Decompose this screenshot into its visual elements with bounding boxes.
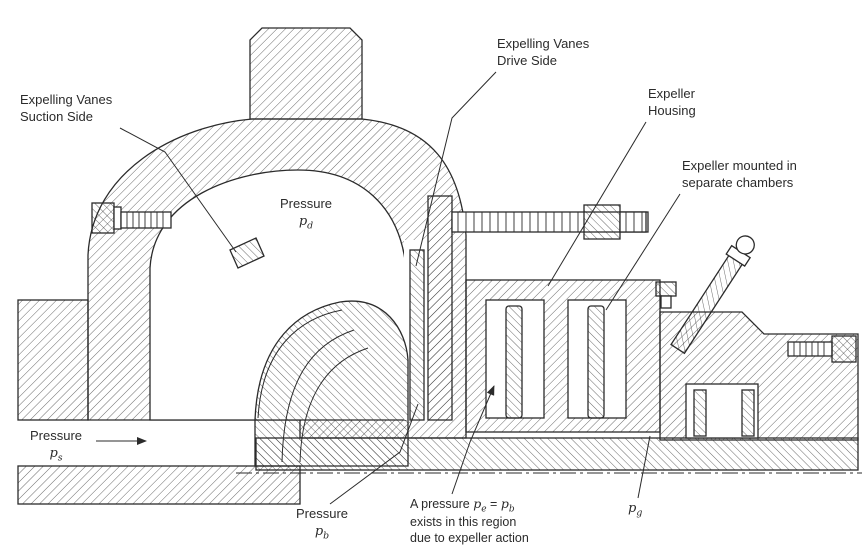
math-symbol: p — [314, 523, 324, 539]
grease-fitting — [670, 235, 755, 355]
left-bolt — [91, 202, 172, 234]
leader-drive-side — [415, 71, 497, 267]
impeller-shroud-line — [257, 309, 343, 419]
math-var: pb — [284, 523, 360, 543]
label-line: Expeller — [648, 86, 695, 101]
note-line-1: A pressure pe = pb — [410, 496, 529, 515]
label-line: Expelling Vanes — [20, 92, 113, 107]
stud-nut — [583, 204, 621, 240]
label-line: Pressure — [29, 428, 83, 443]
impeller — [229, 237, 425, 467]
label-pressure-ps: Pressure ps — [24, 428, 88, 465]
math-subscript: b — [323, 530, 330, 542]
expeller-vane-1 — [505, 305, 523, 419]
math-symbol: p — [49, 445, 58, 461]
math-symbol: p — [298, 213, 308, 229]
label-line: Suction Side — [20, 108, 93, 124]
label-expeller-chambers: Expeller mounted in separate chambers — [682, 158, 797, 192]
math-symbol: p — [628, 501, 637, 516]
math-subscript: b — [508, 504, 515, 515]
right-bolt — [787, 335, 857, 363]
small-stud-bolt — [655, 281, 677, 309]
note-line-3: due to expeller action — [410, 530, 529, 545]
label-expelling-vanes-drive-side: Expelling Vanes Drive Side — [497, 36, 589, 70]
math-subscript: e — [481, 504, 487, 515]
label-pressure-pd: Pressure pd — [258, 196, 354, 233]
label-line: Drive Side — [497, 52, 557, 68]
math-var: ps — [24, 445, 88, 465]
impeller-blade-line — [299, 347, 369, 463]
label-expelling-vanes-suction-side: Expelling Vanes Suction Side — [20, 92, 112, 126]
label-pressure-pb: Pressure pb — [284, 506, 360, 543]
suction-flange — [17, 299, 301, 505]
leader-region-note — [451, 385, 495, 495]
label-region-note: A pressure pe = pb exists in this region… — [410, 496, 529, 546]
top-stud-bolt — [451, 204, 649, 240]
label-pg: pg — [628, 500, 642, 520]
bearing-element — [693, 389, 707, 437]
label-expeller-housing: Expeller Housing — [648, 86, 696, 120]
leader-expeller-housing — [547, 121, 647, 287]
bearing-element — [741, 389, 755, 437]
label-line: Pressure — [279, 196, 333, 211]
leader-pg — [637, 435, 651, 499]
impeller-blade-line — [281, 329, 355, 463]
note-line-2: exists in this region — [410, 515, 517, 530]
expeller-housing — [465, 279, 661, 433]
seal-cover-plate — [427, 195, 453, 421]
leader-suction-side — [119, 127, 237, 253]
label-line: Expeller mounted in — [682, 158, 797, 173]
math-symbol: p — [473, 496, 482, 511]
leader-lines — [96, 71, 681, 505]
leader-expeller-chambers — [605, 193, 681, 311]
label-line: Expelling Vanes — [497, 36, 590, 51]
expelling-vane-drive-side — [409, 249, 425, 421]
math-subscript: d — [307, 220, 314, 232]
note-text: = — [486, 497, 501, 511]
leader-pressure-pb — [329, 403, 419, 505]
expelling-vane-suction-side — [229, 237, 265, 269]
casing-top-boss — [249, 27, 363, 120]
note-text: A pressure — [410, 497, 474, 511]
expeller-vane-2 — [587, 305, 605, 419]
label-line: Housing — [648, 102, 696, 118]
label-line: separate chambers — [682, 174, 794, 190]
label-line: Pressure — [295, 506, 349, 521]
math-subscript: s — [57, 452, 63, 464]
math-subscript: g — [636, 507, 643, 519]
math-symbol: p — [500, 496, 509, 511]
bearing-housing — [659, 235, 859, 441]
math-var: pd — [258, 213, 354, 233]
